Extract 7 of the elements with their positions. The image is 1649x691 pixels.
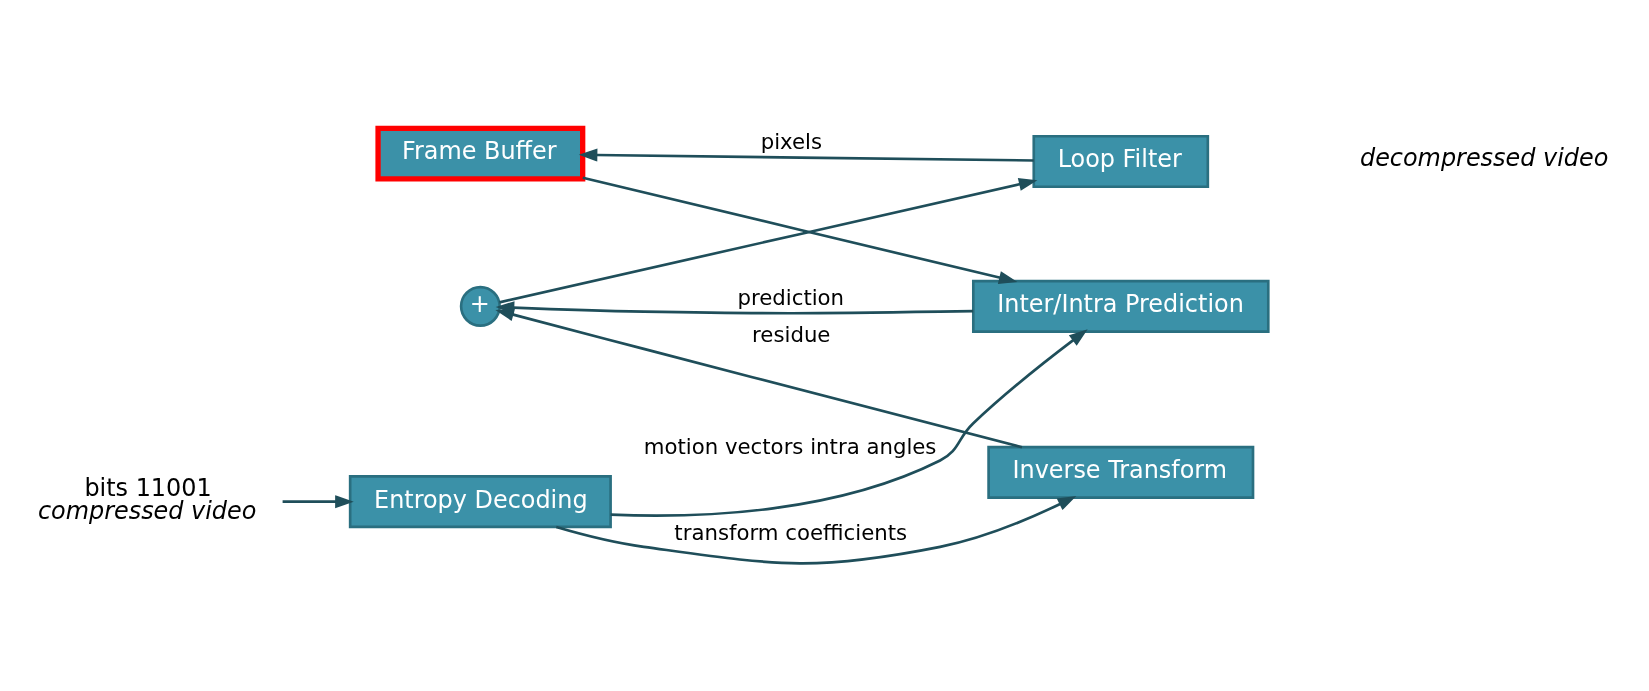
label: decompressed video bbox=[1359, 143, 1609, 172]
edge-label: transform coefficients bbox=[674, 519, 908, 545]
node-text: bits 11001 compressed video bbox=[37, 473, 257, 525]
edge-label: residue bbox=[752, 321, 831, 347]
edge-label: pixels bbox=[760, 128, 823, 154]
edge-label: motion vectors intra angles bbox=[643, 433, 937, 459]
edge-label: prediction bbox=[737, 284, 845, 310]
